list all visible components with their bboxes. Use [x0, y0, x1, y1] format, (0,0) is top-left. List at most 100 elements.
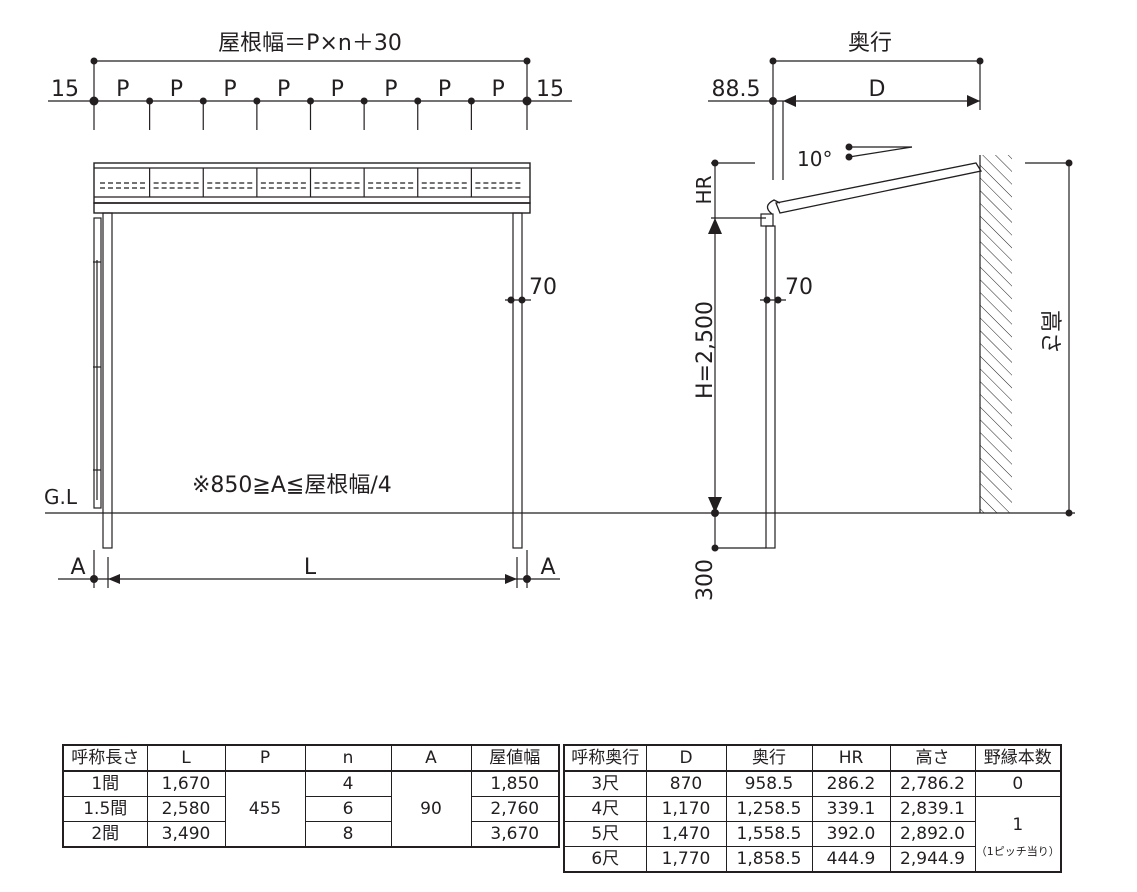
- cell: 2,944.9: [889, 846, 976, 873]
- roof-width-formula: 屋根幅＝P×n＋30: [218, 31, 402, 56]
- pitch-label: P: [438, 77, 451, 102]
- pitch-label: P: [384, 77, 397, 102]
- table-row: 5尺 1,470 1,558.5 392.0 2,892.0: [563, 821, 1061, 847]
- col-header: 高さ: [889, 744, 976, 772]
- cell: 1,670: [146, 770, 226, 797]
- pitch-dot: [199, 97, 207, 105]
- length-table-header: 呼称長さ L P n A 屋値幅: [62, 744, 560, 772]
- rafter-count: 1: [1012, 815, 1024, 835]
- offset-label: 88.5: [712, 77, 761, 102]
- cell: 1,770: [645, 846, 727, 873]
- total-height-label: 高さ: [1037, 310, 1062, 354]
- cell: 90: [390, 770, 472, 848]
- cell: 8: [304, 821, 392, 848]
- pitch-dot: [360, 97, 368, 105]
- cell: 444.9: [811, 846, 891, 873]
- col-header: P: [224, 744, 306, 772]
- table-row: 1.5間 2,580 6 2,760: [62, 796, 560, 822]
- front-left-post: [102, 212, 113, 549]
- cell: 3尺: [563, 770, 647, 797]
- ground-level-label: G.L: [44, 485, 78, 509]
- pitch-ticks: [146, 97, 475, 130]
- hr-label: HR: [692, 175, 716, 204]
- cell: 1,470: [645, 821, 727, 847]
- cell: 286.2: [811, 770, 891, 797]
- col-header: A: [390, 744, 472, 772]
- cell: 1間: [62, 770, 148, 797]
- height-label: H=2,500: [693, 301, 718, 399]
- front-right-post: [512, 212, 523, 549]
- pitch-label: P: [116, 77, 129, 102]
- side-post-dimension: 70: [785, 275, 813, 300]
- cell: 6尺: [563, 846, 647, 873]
- pitch-label: P: [492, 77, 505, 102]
- col-header: 呼称奥行: [563, 744, 647, 772]
- depth-title: 奥行: [848, 31, 892, 56]
- front-post-dimension: 70: [529, 275, 557, 300]
- cell: 3,670: [470, 821, 560, 848]
- cell: 4: [304, 770, 392, 797]
- pitch-label: P: [331, 77, 344, 102]
- cell: 1,850: [470, 770, 560, 797]
- depth-table: 呼称奥行 D 奥行 HR 高さ 野縁本数 3尺 870 958.5 286.2 …: [563, 744, 1062, 873]
- col-header: 野縁本数: [974, 744, 1062, 772]
- pitch-dot: [467, 97, 475, 105]
- edge-offset-right: 15: [536, 77, 564, 102]
- side-view: [708, 60, 1070, 549]
- angle-label: 10°: [797, 147, 832, 171]
- side-post: [765, 225, 776, 549]
- col-header: n: [304, 744, 392, 772]
- pitch-label: P: [170, 77, 183, 102]
- pitch-dot: [146, 97, 154, 105]
- pitch-label: P: [277, 77, 290, 102]
- cell: 3,490: [146, 821, 226, 848]
- house-wall: [980, 155, 1012, 513]
- cell: 2,760: [470, 796, 560, 822]
- cell: 4尺: [563, 796, 647, 822]
- length-table: 呼称長さ L P n A 屋値幅 1間 1,670 455 4 90 1,850…: [62, 744, 560, 848]
- overhang-left-label: A: [70, 555, 85, 580]
- gutter-downpipe: [93, 217, 102, 509]
- rafter-note: （1ピッチ当り）: [975, 845, 1060, 858]
- table-row: 3尺 870 958.5 286.2 2,786.2 0: [563, 770, 1062, 797]
- col-header: HR: [811, 744, 891, 772]
- cell: 0: [974, 770, 1062, 797]
- cell: 1,170: [645, 796, 727, 822]
- front-view: [45, 60, 1075, 588]
- cell: 2,839.1: [889, 796, 976, 822]
- cell: 1,558.5: [725, 821, 813, 847]
- cell: 958.5: [725, 770, 813, 797]
- cell: 455: [224, 770, 306, 848]
- cell: 6: [304, 796, 392, 822]
- cell: 2,892.0: [889, 821, 976, 847]
- pitch-dot: [307, 97, 314, 105]
- pitch-dot: [253, 97, 261, 105]
- cell: 2間: [62, 821, 148, 848]
- table-row: 2間 3,490 8 3,670: [62, 821, 560, 848]
- col-header: 奥行: [725, 744, 813, 772]
- col-header: D: [645, 744, 727, 772]
- cell: 1,258.5: [725, 796, 813, 822]
- cell: 2,580: [146, 796, 226, 822]
- pitch-dot: [414, 97, 422, 105]
- cell: 870: [645, 770, 727, 797]
- cell: 5尺: [563, 821, 647, 847]
- roof-panels: [100, 168, 521, 197]
- cell: 392.0: [811, 821, 891, 847]
- col-header: 呼称長さ: [62, 744, 148, 772]
- cell: 2,786.2: [889, 770, 976, 797]
- table-row: 6尺 1,770 1,858.5 444.9 2,944.9: [563, 846, 1061, 873]
- overhang-note: ※850≧A≦屋根幅/4: [192, 473, 392, 498]
- col-header: L: [146, 744, 226, 772]
- pitch-label: P: [223, 77, 236, 102]
- cell: 1,858.5: [725, 846, 813, 873]
- table-row: 4尺 1,170 1,258.5 339.1 2,839.1 1 （1ピッチ当り…: [563, 796, 1062, 873]
- table-row: 1間 1,670 455 4 90 1,850: [62, 770, 560, 848]
- depth-table-header: 呼称奥行 D 奥行 HR 高さ 野縁本数: [563, 744, 1062, 772]
- cell: 339.1: [811, 796, 891, 822]
- embed-depth-label: 300: [693, 559, 718, 601]
- rafter-count-cell: 1 （1ピッチ当り）: [974, 796, 1062, 873]
- span-label: L: [304, 555, 317, 580]
